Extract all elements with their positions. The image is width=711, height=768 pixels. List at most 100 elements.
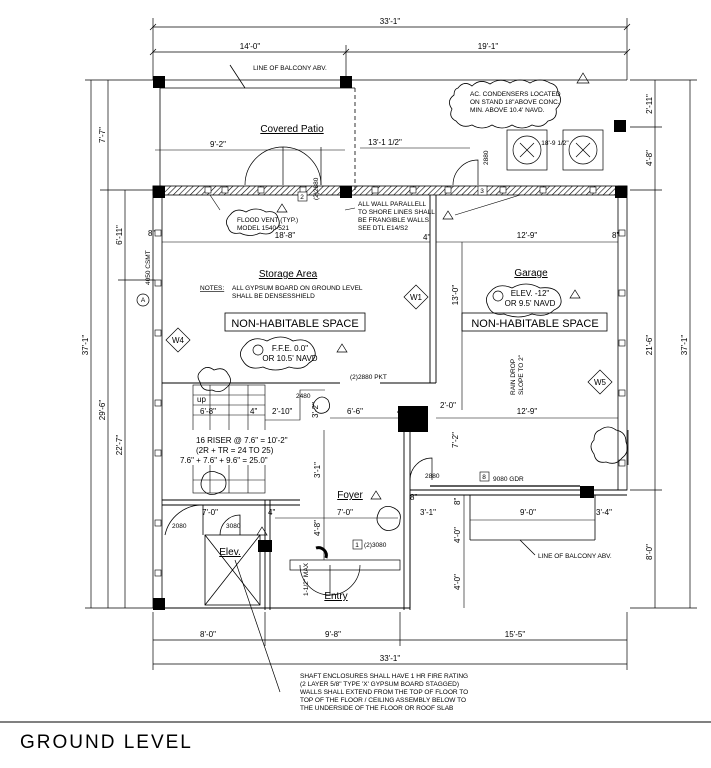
casement-window: 4050 CSMT: [145, 250, 152, 285]
w5-tag: W5: [587, 369, 613, 395]
covered-patio: [153, 64, 627, 190]
top-dimension-lines: [149, 18, 631, 80]
patio-double-door: [244, 146, 322, 186]
balcony-note-top: LINE OF BALCONY ABV.: [253, 65, 327, 72]
shaft-note-5: THE UNDERSIDE OF THE FLOOR OR ROOF SLAB: [300, 705, 453, 712]
dim-4-8: 4'-8": [313, 520, 322, 536]
revision-triangle: [576, 72, 590, 84]
w4-tag: W4: [165, 327, 191, 353]
column: [340, 76, 352, 88]
slope-note-1: RAIN DROP: [510, 359, 517, 395]
door-2880-foyer: 2880: [425, 473, 440, 480]
dim-garage-width: 12'-9": [517, 231, 538, 240]
garage-door-9080: 9080 GDR: [493, 476, 524, 483]
svg-text:W1: W1: [410, 293, 423, 302]
shaft-note-1: SHAFT ENCLOSURES SHALL HAVE 1 HR FIRE RA…: [300, 673, 468, 680]
balcony-line-bottom: [469, 495, 596, 556]
dim-3-2: 3'-2": [311, 402, 320, 418]
dim-6-6: 6'-6": [347, 407, 363, 416]
bottom-dimension-lines: [152, 612, 628, 670]
dim-top-left: 14'-0": [240, 42, 261, 51]
door-2080: 2080: [172, 523, 187, 530]
non-habitable-left: NON-HABITABLE SPACE: [231, 318, 358, 330]
tag-2: 2: [300, 194, 304, 201]
dim-4-0-b: 4'-0": [453, 574, 462, 590]
wall-note-4: SEE DTL E14/S2: [358, 225, 408, 232]
dim-right-c: 21'-6": [645, 335, 654, 356]
dim-patio-left: 9'-2": [210, 140, 226, 149]
column: [340, 186, 352, 198]
column-center: [398, 406, 428, 432]
dim-4-foyer: 4": [268, 508, 275, 517]
dim-patio-right: 13'-1 1/2": [368, 138, 402, 147]
dim-right-overall: 37'-1": [680, 335, 689, 356]
non-habitable-right: NON-HABITABLE SPACE: [471, 318, 598, 330]
room-elev: Elev.: [219, 547, 241, 558]
stair-cloud-2: [200, 471, 227, 495]
ac-note-line1: AC. CONDENSERS LOCATED: [470, 91, 561, 98]
dim-overall-top: 33'-1": [380, 17, 401, 26]
elev-line2: OR 9.5' NAVD: [505, 299, 556, 308]
room-garage: Garage: [514, 268, 548, 279]
svg-text:W4: W4: [172, 336, 185, 345]
ffe-line1: F.F.E. 0.0": [272, 344, 308, 353]
flood-vent-line2: MODEL 1540-521: [237, 225, 290, 232]
column: [580, 486, 594, 498]
dim-3-1-foyer: 3'-1": [420, 508, 436, 517]
tag-1: 1: [355, 542, 359, 549]
dim-3-1: 3'-1": [313, 462, 322, 478]
room-foyer: Foyer: [337, 490, 363, 501]
foyer-window-cloud: [376, 506, 401, 531]
ac-condensers: [506, 129, 604, 171]
room-entry: Entry: [324, 591, 347, 602]
dim-storage-width: 18'-8": [275, 231, 296, 240]
column: [153, 76, 165, 88]
dim-right-d: 8'-0": [645, 544, 654, 560]
stair-cloud: [197, 367, 231, 392]
dim-right-a: 2'-11": [645, 94, 654, 114]
door-2880-rear: 2880: [483, 150, 490, 165]
door-2-2880-pkt: (2)2880 PKT: [350, 374, 387, 381]
dim-8-foyer: 8": [410, 493, 417, 502]
dim-left-upper: 7'-7": [98, 127, 107, 143]
door-3080: 3080: [226, 523, 241, 530]
ac-note-line3: MIN. ABOVE 10.4' NAVD.: [470, 107, 545, 114]
column: [615, 186, 627, 198]
notes-line2: SHALL BE DENSESSHIELD: [232, 293, 315, 300]
ffe-cloud: [240, 336, 316, 371]
dim-ac: 18'-9 1/2": [541, 140, 569, 147]
dim-left-overall: 37'-1": [81, 335, 90, 356]
elev-cloud: [486, 283, 562, 318]
dim-left-a: 6'-11": [115, 225, 124, 245]
riser-line2: (2R + TR = 24 TO 25): [196, 446, 274, 455]
column: [153, 186, 165, 198]
exterior-walls: [152, 185, 628, 609]
dim-bottom-a: 8'-0": [200, 630, 216, 639]
wall-note-3: BE FRANGIBLE WALLS: [358, 217, 430, 224]
dim-bottom-overall: 33'-1": [380, 654, 401, 663]
tag-3: 3: [480, 188, 484, 195]
dim-1-2-max: 1-1/2" MAX: [303, 562, 310, 596]
svg-text:W5: W5: [594, 378, 607, 387]
shaft-note-3: WALLS SHALL EXTEND FROM THE TOP OF FLOOR…: [300, 689, 468, 696]
ac-note-line2: ON STAND 18"ABOVE CONC.: [470, 99, 560, 106]
ffe-line2: OR 10.5' NAVD: [262, 354, 317, 363]
flood-vent-line1: FLOOD VENT (TYP.): [237, 217, 298, 224]
elevator-shaft: [164, 504, 261, 606]
door-2480: 2480: [296, 393, 311, 400]
room-storage-area: Storage Area: [259, 269, 318, 280]
ac-note-cloud: [449, 79, 561, 129]
column: [614, 120, 626, 132]
non-habitable-box-left: [224, 312, 366, 332]
dim-13-0: 13'-0": [451, 285, 460, 306]
dim-2-10: 2'-10": [272, 407, 293, 416]
dim-left-lower: 29'-6": [98, 400, 107, 421]
dim-6-8: 6'-8": [200, 407, 216, 416]
elev-line1: ELEV. -12": [511, 289, 550, 298]
dim-3-4: 3'-4": [596, 508, 612, 517]
dim-4-column: 4": [397, 407, 404, 416]
column: [153, 598, 165, 610]
svg-text:A: A: [141, 297, 146, 304]
dim-top-right: 19'-1": [478, 42, 499, 51]
section-tag-a: A: [136, 293, 150, 307]
